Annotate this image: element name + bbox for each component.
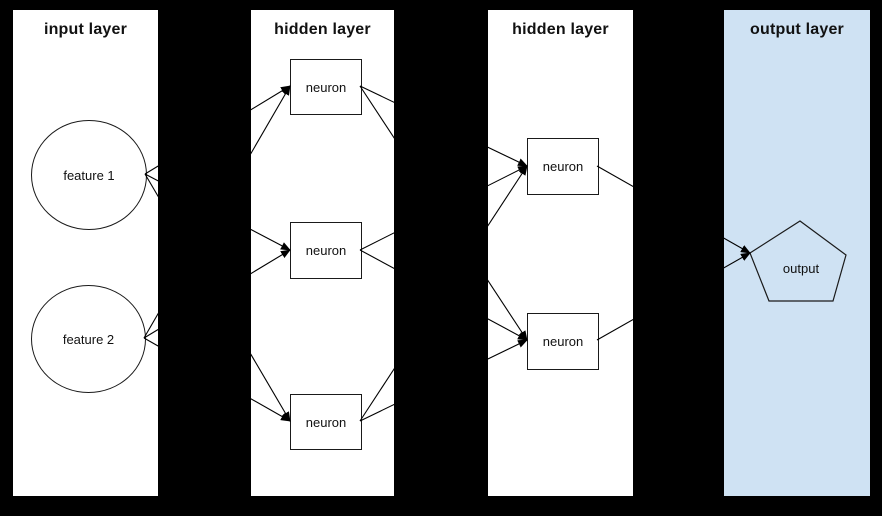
node-output-label: output xyxy=(761,258,841,278)
panel-title-input: input layer xyxy=(43,21,128,38)
node-hidden2-neuron-2-label: neuron xyxy=(542,334,584,349)
panel-title-hidden-2: hidden layer xyxy=(512,21,609,38)
node-hidden1-neuron-1-label: neuron xyxy=(305,79,347,95)
panel-title-output: output layer xyxy=(750,21,844,38)
node-hidden2-neuron-1-label: neuron xyxy=(542,159,584,174)
node-hidden1-neuron-3: neuron xyxy=(290,394,362,450)
node-output-label-text: output xyxy=(782,260,820,276)
node-hidden1-neuron-2: neuron xyxy=(290,222,362,279)
node-feature-2-label: feature 2 xyxy=(62,331,115,347)
node-feature-1-label: feature 1 xyxy=(63,167,115,183)
node-hidden1-neuron-2-label: neuron xyxy=(305,243,347,258)
node-feature-1: feature 1 xyxy=(31,120,147,230)
node-feature-2: feature 2 xyxy=(31,285,146,393)
node-hidden2-neuron-2: neuron xyxy=(527,313,599,370)
panel-title-hidden-1: hidden layer xyxy=(274,21,371,38)
panel-output-layer: output layer xyxy=(724,10,870,496)
panel-input-layer: input layer xyxy=(13,10,158,496)
edge-lines xyxy=(143,85,751,422)
node-hidden1-neuron-3-label: neuron xyxy=(305,414,347,430)
node-hidden2-neuron-1: neuron xyxy=(527,138,599,195)
panel-hidden-layer-2: hidden layer xyxy=(488,10,633,496)
node-hidden1-neuron-1: neuron xyxy=(290,59,362,115)
